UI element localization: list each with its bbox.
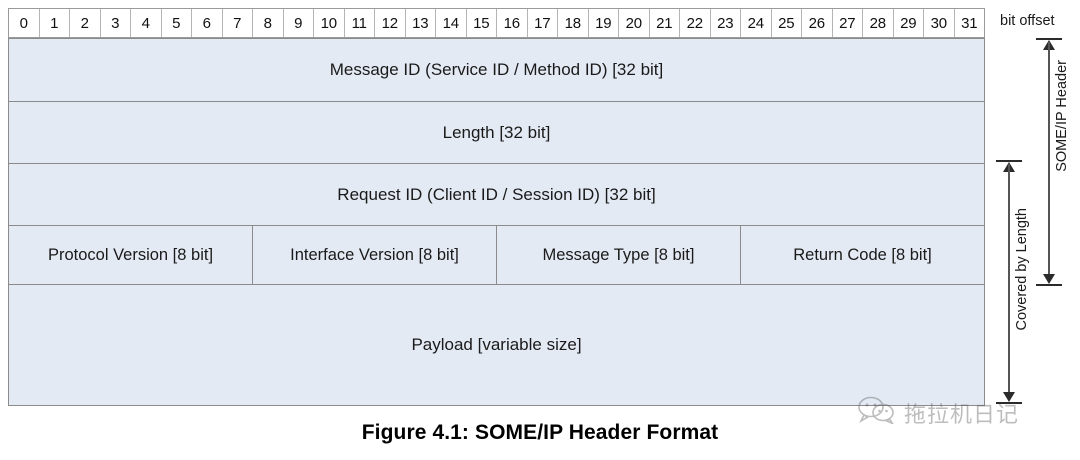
arrowhead-down-icon	[1003, 392, 1015, 402]
bracket-bottom-tick	[996, 402, 1022, 404]
header-field-row-message-id: Message ID (Service ID / Method ID) [32 …	[9, 39, 984, 102]
bit-offset-cell: 16	[497, 9, 528, 37]
header-field-cell: Return Code [8 bit]	[793, 245, 932, 264]
someip-header-label: SOME/IP Header	[1054, 60, 1070, 172]
bit-offset-cell: 8	[253, 9, 284, 37]
bit-offset-cell: 24	[741, 9, 772, 37]
bit-offset-cell: 27	[833, 9, 863, 37]
bit-offset-cell: 26	[802, 9, 833, 37]
figure-caption: Figure 4.1: SOME/IP Header Format	[361, 421, 719, 444]
header-field-row-payload: Payload [variable size]	[9, 285, 984, 405]
bit-offset-cell: 1	[40, 9, 70, 37]
bracket-shaft	[1008, 164, 1010, 400]
arrowhead-down-icon	[1043, 274, 1055, 284]
bit-offset-cell: 9	[284, 9, 314, 37]
bit-offset-cell: 25	[772, 9, 802, 37]
bit-offset-label: bit offset	[1000, 13, 1055, 29]
bit-offset-cell: 15	[467, 9, 497, 37]
someip-header-table: Message ID (Service ID / Method ID) [32 …	[8, 38, 985, 406]
header-field-cell: Payload [variable size]	[411, 335, 582, 354]
bit-offset-cell: 3	[101, 9, 131, 37]
bit-offset-cell: 22	[680, 9, 711, 37]
header-field-cell: Interface Version [8 bit]	[253, 226, 497, 284]
bit-offset-cell: 6	[192, 9, 223, 37]
bit-offset-cell: 7	[223, 9, 253, 37]
bit-offset-cell: 11	[345, 9, 375, 37]
bit-offset-cell: 30	[924, 9, 955, 37]
header-field-cell: Length [32 bit]	[442, 122, 551, 142]
header-field-row-octet-fields: Protocol Version [8 bit]Interface Versio…	[9, 226, 984, 285]
bracket-bottom-tick	[1036, 284, 1062, 286]
header-field-row-request-id: Request ID (Client ID / Session ID) [32 …	[9, 164, 984, 226]
bit-offset-cell: 17	[528, 9, 558, 37]
header-field-cell: Message ID (Service ID / Method ID) [32 …	[329, 60, 664, 79]
covered-by-length-label: Covered by Length	[1014, 208, 1030, 331]
bracket-shaft	[1048, 42, 1050, 282]
bit-offset-cell: 20	[619, 9, 650, 37]
bit-offset-cell: 0	[9, 9, 40, 37]
bit-offset-cell: 2	[70, 9, 101, 37]
header-field-row-length: Length [32 bit]	[9, 102, 984, 164]
bit-offset-cell: 31	[961, 14, 978, 32]
header-field-cell: Message Type [8 bit]	[497, 226, 741, 284]
bit-offset-cell: 23	[711, 9, 741, 37]
bit-offset-cell: 18	[558, 9, 589, 37]
bit-offset-cell: 28	[863, 9, 894, 37]
header-field-cell: Protocol Version [8 bit]	[9, 226, 253, 284]
bit-offset-cell: 12	[375, 9, 406, 37]
bit-offset-cell: 29	[894, 9, 924, 37]
bit-offset-cell: 5	[162, 9, 192, 37]
bit-offset-cell: 14	[436, 9, 467, 37]
bracket-top-tick	[1036, 38, 1062, 40]
bit-offset-cell: 13	[406, 9, 436, 37]
someip-header-bracket: SOME/IP Header	[1036, 38, 1080, 286]
bit-offset-cell: 19	[589, 9, 619, 37]
covered-by-length-bracket: Covered by Length	[996, 160, 1040, 404]
bit-offset-cell: 10	[314, 9, 345, 37]
bracket-top-tick	[996, 160, 1022, 162]
bit-offset-cell: 21	[650, 9, 680, 37]
header-field-cell: Request ID (Client ID / Session ID) [32 …	[337, 184, 656, 204]
bit-offset-cell: 4	[131, 9, 162, 37]
